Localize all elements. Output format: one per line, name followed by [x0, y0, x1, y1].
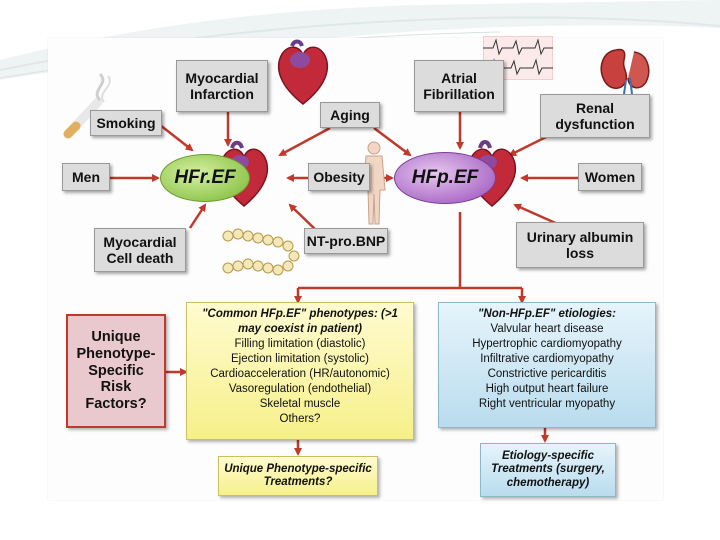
hfpef-ellipse: HFp.EF [394, 152, 496, 204]
phenotype-item: Skeletal muscle [259, 397, 341, 410]
phenotype-item: Others? [279, 412, 321, 425]
molecule-chain-icon [222, 228, 300, 276]
etiology-item: High output heart failure [485, 382, 609, 395]
non-hfpef-etiologies-box: "Non-HFp.EF" etiologies: Valvular heart … [438, 302, 656, 428]
atrial-fibrillation-box: Atrial Fibrillation [414, 60, 504, 112]
smoking-box: Smoking [90, 110, 162, 136]
phenotype-item: Cardioacceleration (HR/autonomic) [210, 367, 390, 380]
renal-dysfunction-box: Renal dysfunction [540, 94, 650, 138]
etiology-item: Infiltrative cardiomyopathy [480, 352, 614, 365]
etiology-item: Right ventricular myopathy [478, 397, 616, 410]
myocardial-infarction-box: Myocardial Infarction [176, 60, 268, 112]
obesity-box: Obesity [308, 163, 370, 191]
etiology-item: Valvular heart disease [490, 322, 604, 335]
unique-risk-factors-box: Unique Phenotype- Specific Risk Factors? [66, 314, 166, 428]
hfref-label: HFr.EF [174, 167, 236, 188]
etiology-item: Hypertrophic cardiomyopathy [472, 337, 622, 350]
non-hfpef-title: "Non-HFp.EF" etiologies: [477, 308, 617, 320]
men-box: Men [62, 163, 110, 191]
cigarette-icon [63, 72, 111, 139]
myocardial-cell-death-box: Myocardial Cell death [94, 228, 186, 272]
common-phenotypes-box: "Common HFp.EF" phenotypes: (>1 may coex… [186, 302, 414, 440]
phenotype-item: Vasoregulation (endothelial) [228, 382, 372, 395]
etiology-item: Constrictive pericarditis [487, 367, 607, 380]
women-box: Women [578, 163, 642, 191]
kidney-illustration [600, 48, 650, 94]
common-phenotypes-title: "Common HFp.EF" phenotypes: (>1 may coex… [202, 308, 398, 335]
hfref-ellipse: HFr.EF [160, 154, 250, 202]
heart-illustration [278, 39, 328, 105]
phenotype-item: Ejection limitation (systolic) [230, 352, 370, 365]
unique-treatments-box: Unique Phenotype-specific Treatments? [218, 456, 378, 496]
hfpef-label: HFp.EF [411, 167, 479, 188]
etiology-treatments-box: Etiology-specific Treatments (surgery, c… [480, 443, 616, 497]
urinary-albumin-loss-box: Urinary albumin loss [516, 222, 644, 268]
aging-box: Aging [320, 102, 380, 128]
nt-probnp-box: NT-pro.BNP [304, 228, 388, 254]
phenotype-item: Filling limitation (diastolic) [234, 337, 366, 350]
